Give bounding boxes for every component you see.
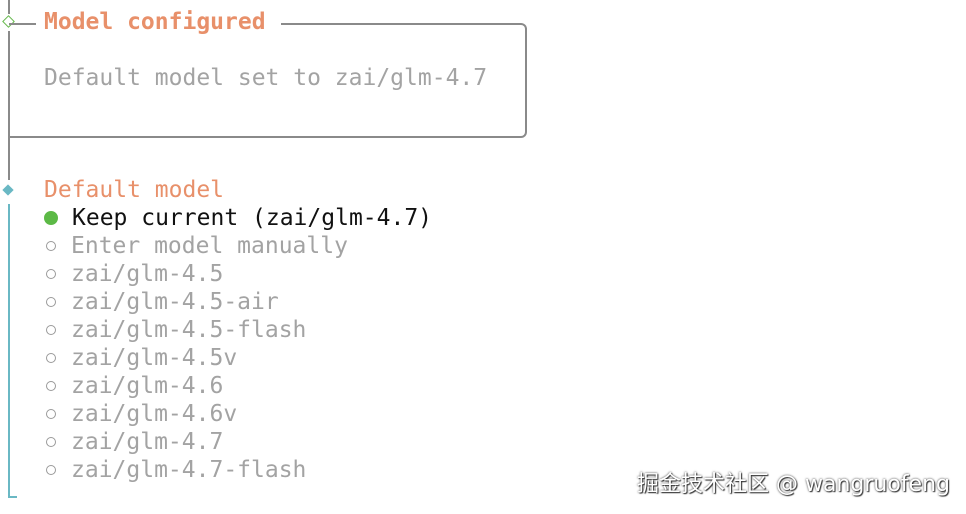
radio-empty-icon: [46, 325, 56, 335]
model-option[interactable]: zai/glm-4.6: [44, 372, 223, 400]
model-option-label: Keep current (zai/glm-4.7): [72, 205, 433, 231]
note-title-bg: [36, 10, 281, 38]
note-message: Default model set to zai/glm-4.7: [44, 65, 488, 91]
radio-empty-icon: [46, 297, 56, 307]
model-option-label: zai/glm-4.6: [71, 373, 224, 399]
radio-empty-icon: [46, 353, 56, 363]
active-diamond-icon: [2, 184, 14, 196]
model-option[interactable]: Keep current (zai/glm-4.7): [44, 204, 432, 232]
radio-empty-icon: [46, 437, 56, 447]
model-option[interactable]: zai/glm-4.6v: [44, 400, 237, 428]
model-option[interactable]: zai/glm-4.5-flash: [44, 316, 306, 344]
model-option-label: zai/glm-4.7: [71, 429, 224, 455]
model-option-label: Enter model manually: [71, 233, 348, 259]
model-option-label: zai/glm-4.6v: [71, 401, 238, 427]
note-title: Model configured: [44, 9, 266, 35]
radio-empty-icon: [46, 241, 56, 251]
model-option-label: zai/glm-4.5-flash: [71, 317, 307, 343]
model-option-label: zai/glm-4.5: [71, 261, 224, 287]
radio-empty-icon: [46, 409, 56, 419]
model-option-label: zai/glm-4.7-flash: [71, 457, 307, 483]
radio-empty-icon: [46, 269, 56, 279]
prompt-line-end: [8, 496, 17, 498]
radio-empty-icon: [46, 465, 56, 475]
model-option[interactable]: zai/glm-4.7: [44, 428, 223, 456]
model-option[interactable]: zai/glm-4.7-flash: [44, 456, 306, 484]
radio-selected-icon: [44, 211, 58, 225]
prompt-title: Default model: [44, 177, 225, 203]
prompt-line: [8, 204, 10, 498]
model-option-label: zai/glm-4.5v: [71, 345, 238, 371]
model-option[interactable]: zai/glm-4.5v: [44, 344, 237, 372]
radio-empty-icon: [46, 381, 56, 391]
model-option[interactable]: Enter model manually: [44, 232, 348, 260]
timeline-line: [8, 0, 10, 14]
model-option[interactable]: zai/glm-4.5-air: [44, 288, 279, 316]
watermark: 掘金技术社区 @ wangruofeng: [636, 472, 950, 497]
model-option[interactable]: zai/glm-4.5: [44, 260, 223, 288]
timeline-line: [8, 31, 10, 180]
model-option-label: zai/glm-4.5-air: [71, 289, 279, 315]
